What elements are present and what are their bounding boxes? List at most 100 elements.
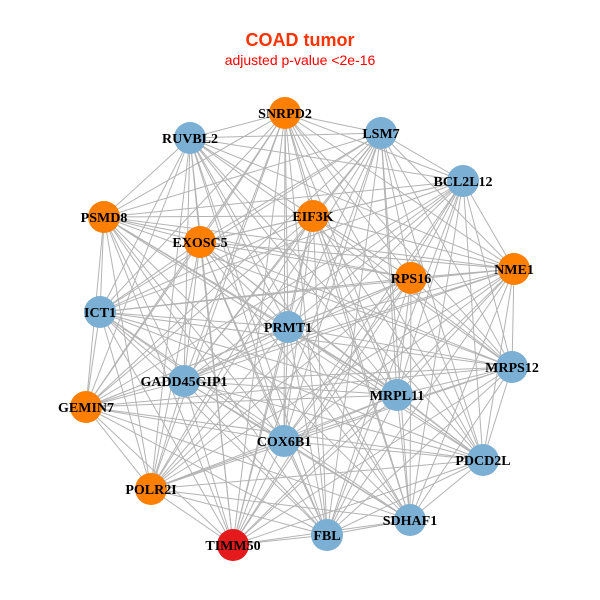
edge-ICT1-PRMT1: [99, 311, 289, 328]
figure-title: COAD tumor: [245, 30, 355, 50]
edge-PSMD8-GADD45GIP1: [103, 216, 185, 382]
edge-POLR2I-TIMM50: [150, 488, 234, 546]
node-TIMM50: [217, 529, 249, 561]
node-COX6B1: [268, 425, 300, 457]
edge-PSMD8-SDHAF1: [103, 216, 411, 521]
edge-PSMD8-EIF3K: [103, 215, 314, 218]
node-label-ICT1: ICT1: [84, 306, 116, 321]
edge-EXOSC5-NME1: [199, 241, 515, 270]
edge-PRMT1-COX6B1: [283, 326, 289, 442]
edge-BCL2L12-NME1: [462, 180, 515, 270]
edge-COX6B1-FBL: [283, 440, 328, 536]
edge-ICT1-GEMIN7: [85, 311, 101, 408]
edge-PSMD8-COX6B1: [103, 216, 285, 442]
node-MRPS12: [496, 351, 528, 383]
node-EXOSC5: [184, 226, 216, 258]
edge-MRPS12-FBL: [326, 366, 513, 536]
edge-RUVBL2-POLR2I: [150, 137, 191, 490]
node-ICT1: [84, 296, 116, 328]
node-SDHAF1: [394, 504, 426, 536]
node-NME1: [498, 253, 530, 285]
node-label-EXOSC5: EXOSC5: [172, 236, 227, 251]
edge-LSM7-FBL: [326, 132, 382, 536]
edge-EIF3K-NME1: [312, 215, 515, 270]
edge-EXOSC5-PRMT1: [199, 241, 289, 328]
edge-COX6B1-PDCD2L: [283, 440, 484, 461]
edge-GADD45GIP1-FBL: [183, 380, 328, 536]
edge-RUVBL2-PDCD2L: [189, 137, 484, 461]
edge-NME1-SDHAF1: [409, 268, 515, 521]
node-RUVBL2: [174, 122, 206, 154]
edge-COX6B1-TIMM50: [232, 440, 285, 546]
edge-EIF3K-EXOSC5: [199, 215, 314, 243]
edge-layer: [85, 112, 515, 546]
node-PDCD2L: [467, 444, 499, 476]
edge-LSM7-NME1: [380, 132, 515, 270]
edge-MRPL11-PDCD2L: [396, 394, 484, 461]
edge-EXOSC5-SDHAF1: [199, 241, 411, 521]
edge-BCL2L12-ICT1: [99, 180, 464, 313]
edge-RUVBL2-GADD45GIP1: [183, 137, 191, 382]
edge-MRPS12-PDCD2L: [482, 366, 513, 461]
edge-ICT1-MRPL11: [99, 311, 398, 396]
edge-COX6B1-SDHAF1: [283, 440, 411, 521]
node-label-RUVBL2: RUVBL2: [162, 132, 218, 147]
edge-BCL2L12-MRPL11: [396, 180, 464, 396]
edge-POLR2I-FBL: [150, 488, 328, 536]
edge-SNRPD2-PSMD8: [103, 112, 286, 218]
edge-GADD45GIP1-TIMM50: [183, 380, 234, 546]
edge-BCL2L12-GADD45GIP1: [183, 180, 464, 382]
node-label-SDHAF1: SDHAF1: [383, 514, 437, 529]
edge-EIF3K-POLR2I: [150, 215, 314, 490]
edge-PRMT1-TIMM50: [232, 326, 289, 546]
node-label-BCL2L12: BCL2L12: [433, 175, 492, 190]
edge-NME1-MRPS12: [511, 268, 515, 368]
edge-GEMIN7-POLR2I: [85, 406, 152, 490]
edge-BCL2L12-SDHAF1: [409, 180, 464, 521]
edge-PRMT1-POLR2I: [150, 326, 289, 490]
edge-BCL2L12-PDCD2L: [462, 180, 484, 461]
figure-subtitle: adjusted p-value <2e-16: [224, 52, 376, 68]
node-FBL: [311, 519, 343, 551]
edge-RUVBL2-COX6B1: [189, 137, 285, 442]
edge-NME1-GEMIN7: [85, 268, 515, 408]
edge-RUVBL2-FBL: [189, 137, 328, 536]
edge-RPS16-COX6B1: [283, 277, 412, 442]
edge-GADD45GIP1-GEMIN7: [85, 380, 185, 408]
edge-GEMIN7-COX6B1: [85, 406, 285, 442]
edge-EIF3K-ICT1: [99, 215, 314, 313]
edge-PRMT1-MRPL11: [287, 326, 398, 396]
edge-PSMD8-FBL: [103, 216, 328, 536]
edge-SNRPD2-ICT1: [99, 112, 286, 313]
edge-ICT1-PDCD2L: [99, 311, 484, 461]
node-GEMIN7: [70, 391, 102, 423]
edge-NME1-PRMT1: [287, 268, 515, 328]
edge-LSM7-ICT1: [99, 132, 382, 313]
edge-PRMT1-MRPS12: [287, 326, 513, 368]
node-label-PRMT1: PRMT1: [264, 321, 312, 336]
edge-MRPS12-MRPL11: [396, 366, 513, 396]
edge-COX6B1-POLR2I: [150, 440, 285, 490]
edge-RPS16-PDCD2L: [410, 277, 484, 461]
edge-RPS16-ICT1: [99, 277, 412, 313]
edge-SNRPD2-COX6B1: [283, 112, 286, 442]
edge-EXOSC5-FBL: [199, 241, 328, 536]
edge-NME1-FBL: [326, 268, 515, 536]
edge-BCL2L12-TIMM50: [232, 180, 464, 546]
edge-PSMD8-POLR2I: [103, 216, 152, 490]
node-label-FBL: FBL: [313, 529, 340, 544]
node-label-GADD45GIP1: GADD45GIP1: [140, 375, 227, 390]
edge-GADD45GIP1-MRPL11: [183, 380, 398, 396]
edge-EIF3K-GADD45GIP1: [183, 215, 314, 382]
edge-EXOSC5-RPS16: [199, 241, 412, 279]
edge-RUVBL2-BCL2L12: [189, 137, 464, 182]
node-label-LSM7: LSM7: [362, 127, 399, 142]
node-label-POLR2I: POLR2I: [125, 483, 176, 498]
node-label-PDCD2L: PDCD2L: [455, 454, 510, 469]
node-POLR2I: [135, 473, 167, 505]
edge-BCL2L12-RPS16: [410, 180, 464, 279]
edge-PSMD8-MRPS12: [103, 216, 513, 368]
edge-MRPL11-SDHAF1: [396, 394, 411, 521]
